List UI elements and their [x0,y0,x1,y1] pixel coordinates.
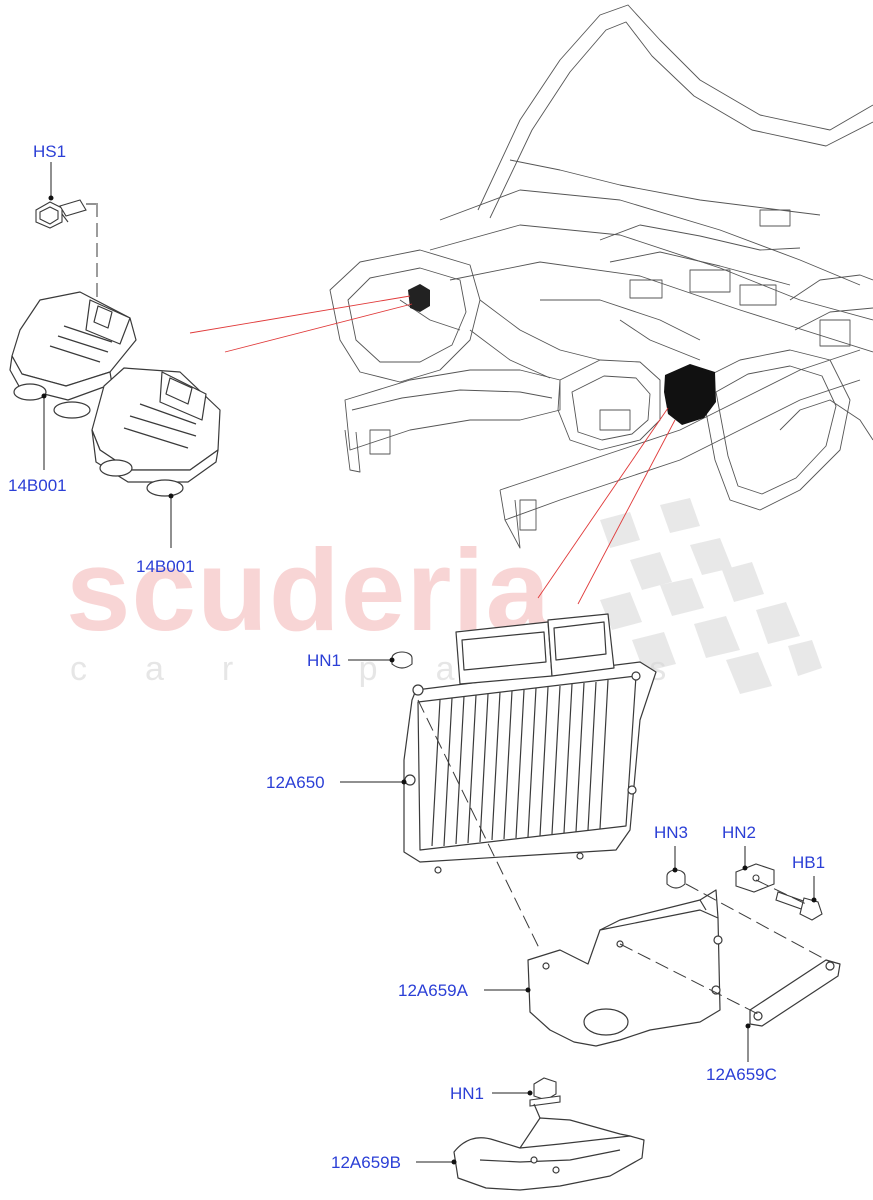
callout-hn1-upper[interactable]: HN1 [307,651,342,670]
callout-hs1[interactable]: HS1 [33,142,67,161]
relay-module-part [9,291,221,497]
watermark-checker-flag [600,498,822,694]
relay-mount-location-marker [408,284,430,312]
callout-hn2[interactable]: HN2 [722,823,757,842]
callout-12a650[interactable]: 12A650 [266,773,325,792]
callout-hn3[interactable]: HN3 [654,823,689,842]
bracket-12a659b-part [453,1103,645,1191]
callout-hb1[interactable]: HB1 [792,853,826,872]
callout-leader-lines [43,162,815,1163]
bracket-12a659c-part [749,959,841,1027]
callout-hn1-lower[interactable]: HN1 [450,1084,485,1103]
hn1-lower-nut-part [529,1077,561,1107]
fastener-dash-axes [619,879,831,1015]
ecu-bracket-location-marker [664,364,716,425]
callout-14b001-upper[interactable]: 14B001 [8,476,67,495]
callout-12a659c[interactable]: 12A659C [706,1065,777,1084]
location-leader-lines [189,295,676,605]
vehicle-body-structure [329,4,873,549]
callout-14b001-lower[interactable]: 14B001 [136,557,195,576]
watermark-brand: scuderia [66,525,552,655]
ecu-12a650-part [403,613,657,874]
callout-leader-dots [41,195,817,1165]
hn2-clip-nut-part [735,863,775,893]
ecu-dash-axis [417,699,541,951]
bracket-12a659a-part [527,889,723,1047]
hs1-bolt-part [35,199,96,229]
hn1-upper-nut-part [391,651,413,669]
hn3-nut-part [666,869,686,889]
callout-12a659a[interactable]: 12A659A [398,981,468,1000]
callout-12a659b[interactable]: 12A659B [331,1153,401,1172]
hb1-bolt-part [775,891,823,921]
